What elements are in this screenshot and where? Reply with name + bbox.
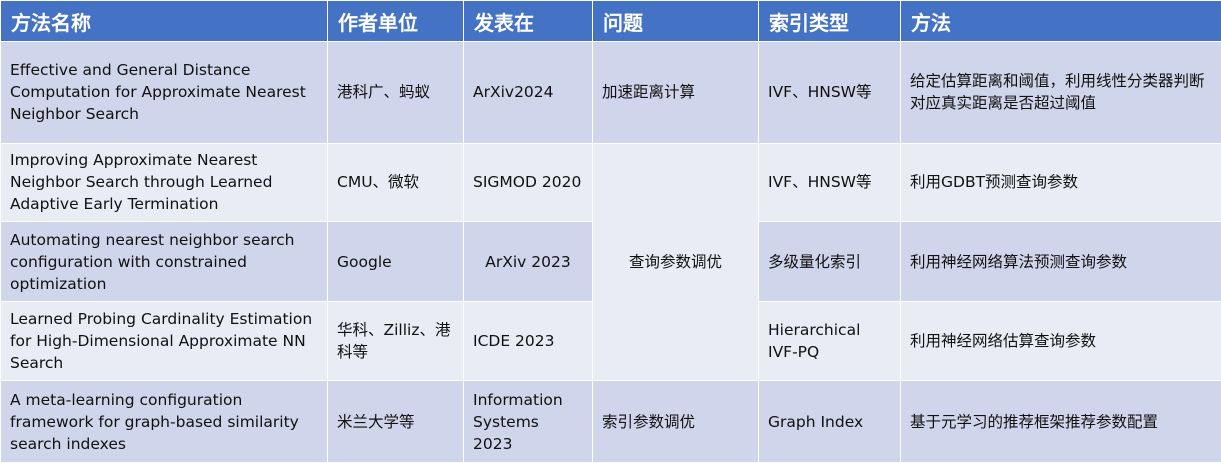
- cell-index-type: IVF、HNSW等: [758, 41, 901, 144]
- cell-authors: CMU、微软: [327, 142, 464, 223]
- table-row: A meta-learning configuration framework …: [0, 380, 1221, 463]
- cell-authors: 港科广、蚂蚁: [327, 41, 464, 144]
- table-row: Effective and General Distance Computati…: [0, 41, 1221, 144]
- cell-problem: 加速距离计算: [592, 41, 759, 144]
- cell-venue: ArXiv2024: [463, 41, 593, 144]
- header-problem: 问题: [592, 0, 759, 42]
- cell-problem: 索引参数调优: [592, 380, 759, 463]
- cell-method-name: Automating nearest neighbor search confi…: [0, 221, 328, 302]
- cell-method-name: A meta-learning configuration framework …: [0, 380, 328, 463]
- cell-venue: Information Systems 2023: [463, 380, 593, 463]
- cell-authors: Google: [327, 221, 464, 302]
- cell-method-name: Learned Probing Cardinality Estimation f…: [0, 300, 328, 382]
- header-authors: 作者单位: [327, 0, 464, 42]
- cell-venue: ICDE 2023: [463, 300, 593, 382]
- cell-index-type: Graph Index: [758, 380, 901, 463]
- header-method-name: 方法名称: [0, 0, 328, 42]
- cell-authors: 华科、Zilliz、港科等: [327, 300, 464, 382]
- cell-method-name: Improving Approximate Nearest Neighbor S…: [0, 142, 328, 223]
- table-row: Improving Approximate Nearest Neighbor S…: [0, 142, 1221, 382]
- cell-venue: SIGMOD 2020: [463, 142, 593, 223]
- table-header-row: 方法名称 作者单位 发表在 问题 索引类型 方法: [0, 0, 1221, 42]
- cell-index-type: IVF、HNSW等: [758, 142, 901, 223]
- cell-method: 利用神经网络估算查询参数: [900, 300, 1221, 382]
- table-row: Automating nearest neighbor search confi…: [0, 221, 1221, 302]
- cell-method: 利用神经网络算法预测查询参数: [900, 221, 1221, 302]
- cell-venue: ArXiv 2023: [463, 221, 593, 302]
- cell-problem: 查询参数调优: [592, 142, 759, 382]
- table-row: Learned Probing Cardinality Estimation f…: [0, 300, 1221, 382]
- header-index-type: 索引类型: [758, 0, 901, 42]
- cell-index-type: Hierarchical IVF-PQ: [758, 300, 901, 382]
- cell-method: 给定估算距离和阈值，利用线性分类器判断对应真实距离是否超过阈值: [900, 41, 1221, 144]
- cell-method: 基于元学习的推荐框架推荐参数配置: [900, 380, 1221, 463]
- cell-authors: 米兰大学等: [327, 380, 464, 463]
- header-venue: 发表在: [463, 0, 593, 42]
- header-method: 方法: [900, 0, 1221, 42]
- cell-method: 利用GDBT预测查询参数: [900, 142, 1221, 223]
- cell-method-name: Effective and General Distance Computati…: [0, 41, 328, 144]
- cell-index-type: 多级量化索引: [758, 221, 901, 302]
